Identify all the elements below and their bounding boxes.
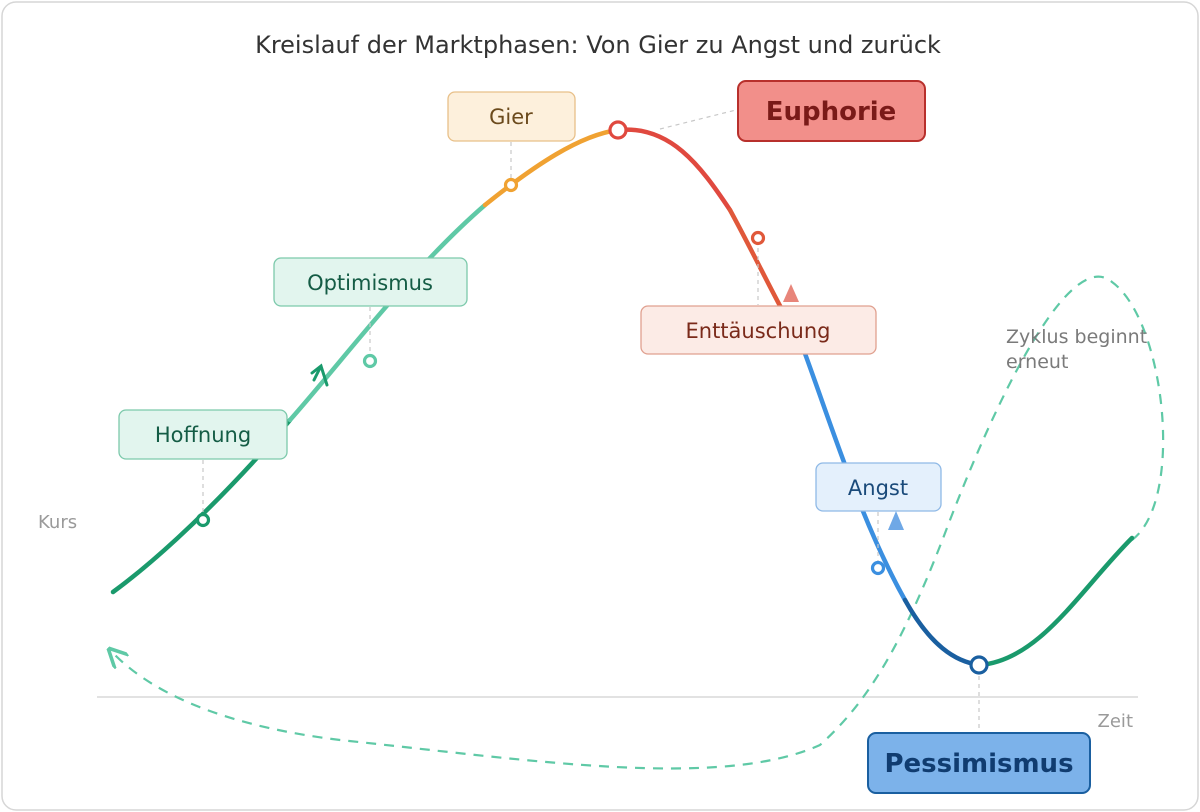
label-euphorie: Euphorie [737, 80, 926, 142]
marker-angst [870, 560, 886, 576]
direction-triangle-red-icon [783, 284, 799, 302]
svg-text:Angst: Angst [848, 476, 908, 500]
cycle-note-line-1: Zyklus beginnt [1006, 326, 1147, 348]
direction-triangle-blue-icon [888, 511, 904, 530]
curve-segment-recovery [977, 535, 1135, 668]
marker-hoffnung [195, 512, 211, 528]
svg-text:Gier: Gier [489, 105, 533, 129]
label-gier: Gier [447, 91, 576, 142]
marker-enttaeuschung [750, 230, 766, 246]
svg-text:Enttäuschung: Enttäuschung [686, 319, 831, 343]
cycle-note: Zyklus beginnt erneut [1006, 326, 1153, 373]
cycle-note-line-2: erneut [1006, 351, 1068, 373]
marker-euphorie-peak [608, 120, 628, 140]
svg-text:Optimismus: Optimismus [307, 271, 433, 295]
marker-optimismus [362, 353, 378, 369]
direction-arrow-up-icon [310, 363, 329, 387]
label-optimismus: Optimismus [273, 257, 468, 307]
label-enttaeuschung: Enttäuschung [640, 305, 877, 355]
svg-text:Euphorie: Euphorie [766, 97, 897, 127]
curve-segment-euphoria [615, 127, 733, 213]
curve-segment-greed [482, 127, 621, 208]
svg-text:Hoffnung: Hoffnung [155, 423, 251, 447]
label-hoffnung: Hoffnung [118, 409, 288, 460]
diagram-title: Kreislauf der Marktphasen: Von Gier zu A… [255, 31, 941, 59]
leader-euphorie [659, 109, 737, 130]
cycle-loop-path [115, 275, 1165, 770]
y-axis-label: Kurs [38, 512, 77, 533]
marker-pessimismus-trough [969, 655, 989, 675]
marker-gier [503, 177, 519, 193]
label-pessimismus: Pessimismus [867, 732, 1091, 794]
curve-segment-optimism [287, 202, 488, 423]
x-axis-label: Zeit [1098, 711, 1133, 732]
label-angst: Angst [815, 462, 942, 512]
svg-text:Pessimismus: Pessimismus [884, 749, 1073, 779]
